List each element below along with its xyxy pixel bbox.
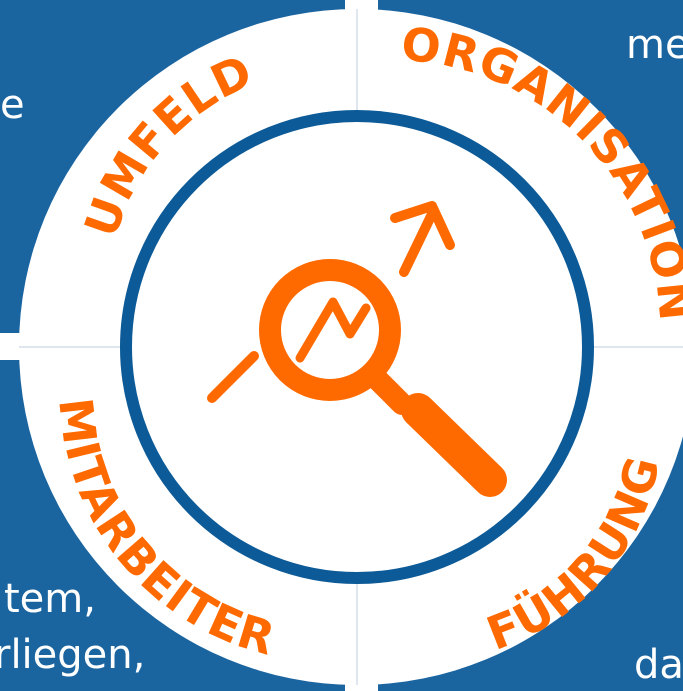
fragment-bottom-left-2: rliegen, <box>0 632 145 678</box>
fragment-top-right: me <box>626 22 683 68</box>
fragment-bottom-right: da <box>634 642 683 688</box>
panel-text-fragments: e me tem, rliegen, da <box>0 22 683 688</box>
magnifier-trend-icon <box>207 201 507 497</box>
fragment-bottom-left-1: tem, <box>4 576 96 622</box>
fragment-top-left: e <box>0 82 25 128</box>
ring-dividers <box>19 9 683 685</box>
